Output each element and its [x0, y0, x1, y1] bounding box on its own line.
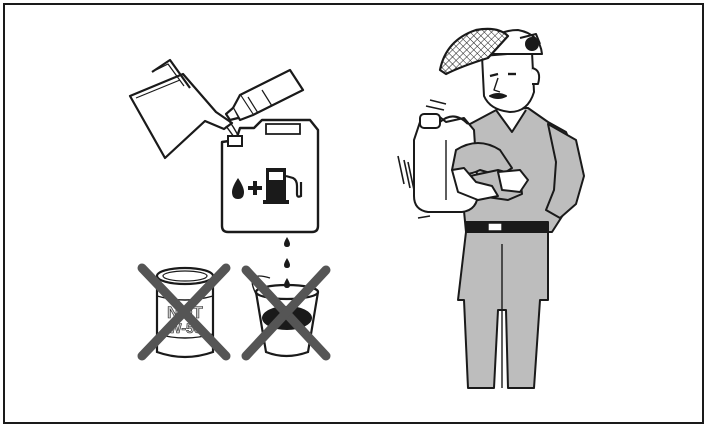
worker-figure [413, 27, 585, 389]
motion-lines [397, 99, 447, 219]
worker-glove [451, 167, 499, 201]
oil-drop-icon [232, 178, 244, 199]
measuring-jug-icon [128, 58, 234, 160]
mesh-visor [438, 27, 510, 76]
oil-bottle-icon [224, 68, 305, 122]
drip-drops [284, 237, 290, 268]
worker-head [481, 51, 535, 113]
worker-belt [465, 221, 549, 233]
prohibited-cross-icon [137, 263, 231, 361]
plus-icon [248, 181, 262, 195]
worker-trousers [457, 231, 549, 389]
prohibited-cross-icon [241, 265, 331, 361]
fuel-pump-icon [263, 168, 303, 204]
illustration-frame [3, 3, 704, 424]
worker-glove [497, 169, 529, 193]
fuel-can-icon [220, 118, 320, 234]
